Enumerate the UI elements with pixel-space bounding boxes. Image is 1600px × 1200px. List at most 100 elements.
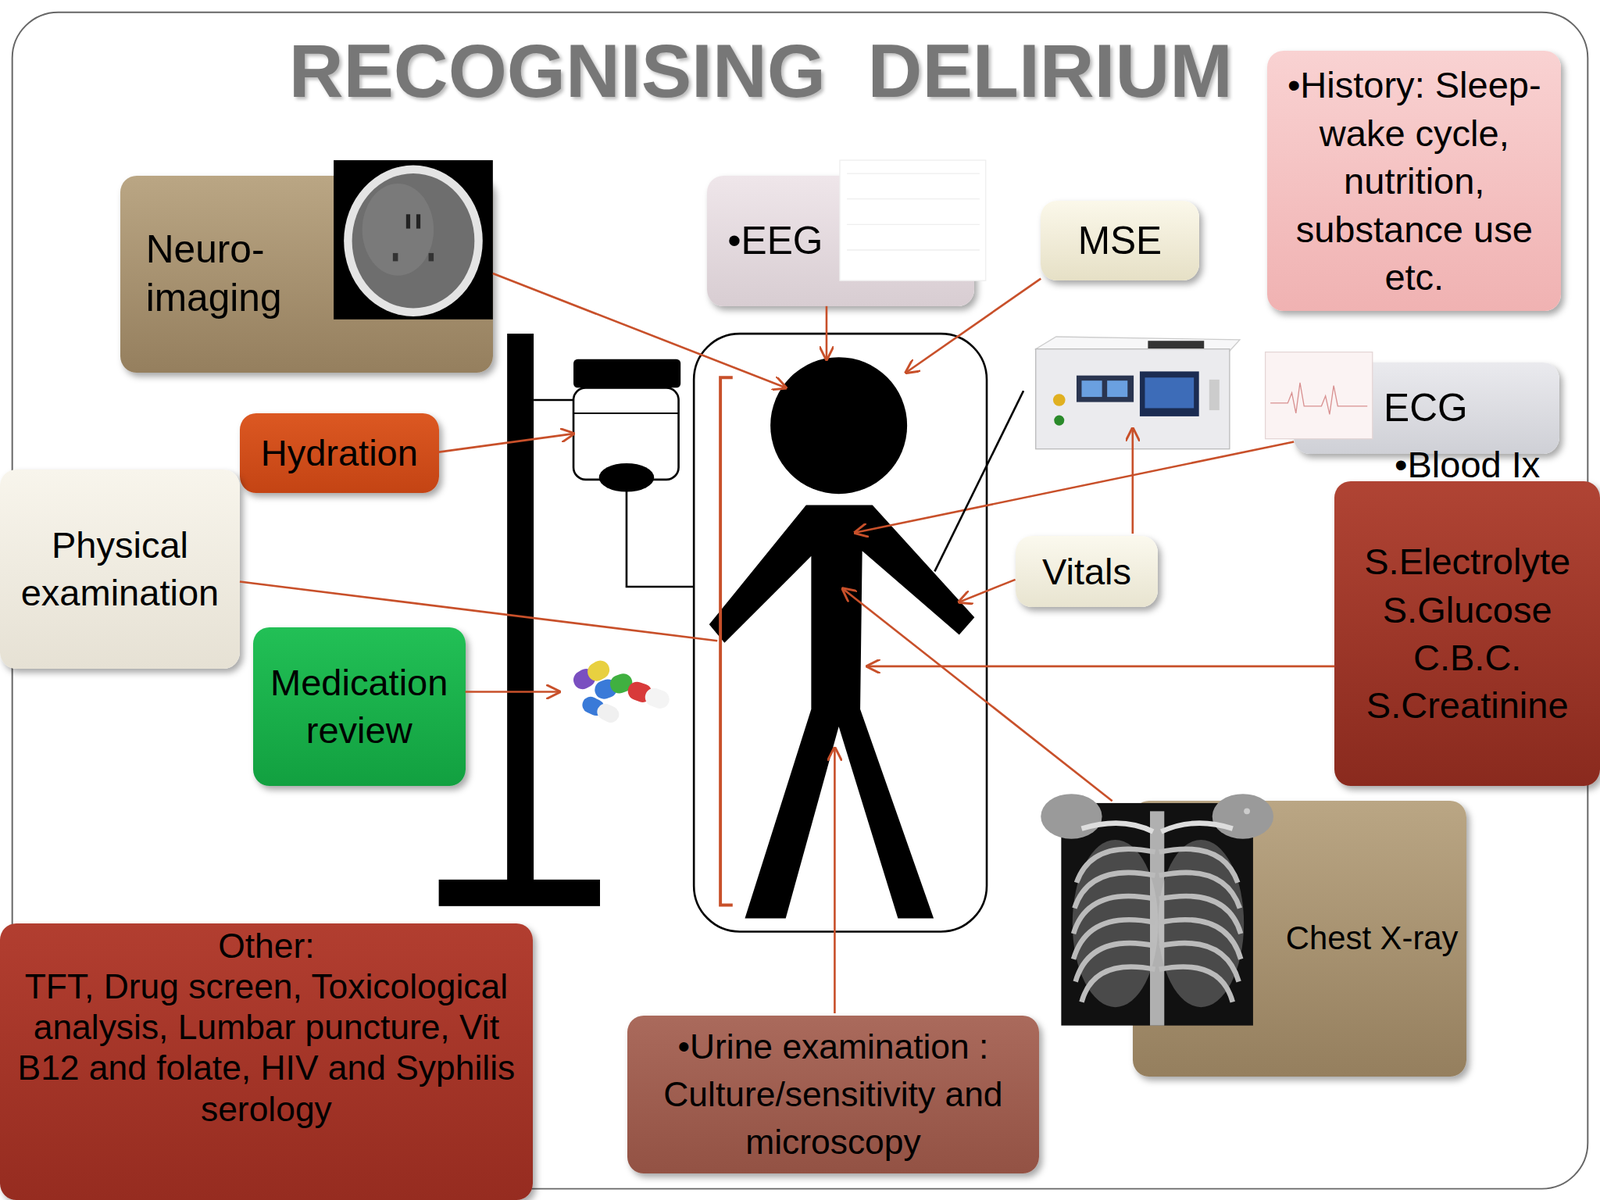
stick-figure [709,357,975,918]
xray-image [1074,872,1155,909]
xray-image [1081,966,1155,1002]
leader-arrow [439,433,574,453]
pills-image [592,671,636,702]
iv-stand [573,359,681,389]
xray-image [1159,966,1233,1002]
leader-arrow [855,442,1295,533]
ct-scan-image [416,214,421,229]
xray-image [1243,807,1250,815]
stick-figure [709,505,975,919]
pills-image [625,678,672,711]
xray-image [1159,849,1239,883]
xray-image [1159,942,1240,982]
box-label: S.Electrolyte S.Glucose C.B.C. S.Creatin… [1344,537,1590,730]
text-box: •Blood IxS.Electrolyte S.Glucose C.B.C. … [1334,481,1600,786]
box-heading: Other: [217,925,315,967]
box-label: TFT, Drug screen, Toxicological analysis… [10,966,523,1130]
pills-image [579,693,622,725]
leader-arrow [833,747,836,1014]
pills-image [570,657,672,725]
vitals-monitor [1139,371,1200,416]
text-box: •History: Sleep-wake cycle, nutrition, s… [1267,50,1561,311]
leader-arrow [867,665,1335,668]
vitals-monitor [1107,380,1128,397]
ecg-paper [1270,382,1368,415]
vitals-monitor [1144,377,1194,408]
ecg-paper [1265,352,1373,440]
box-label: Chest X-ray [1285,917,1459,959]
iv-stand [533,399,574,402]
leader-arrow [465,690,560,693]
text-box: Physical examination [0,469,240,669]
text-box: Vitals [1015,535,1159,608]
iv-stand [507,333,534,890]
xray-image [1081,823,1153,833]
xray-image [1150,810,1165,1025]
diagram-title: RECOGNISING DELIRIUM [289,27,1233,115]
box-label: Neuro-imaging [146,225,330,322]
iv-stand [439,333,695,907]
xray-image [1040,793,1274,1025]
monitor-lead [934,390,1024,572]
ct-scan-image [406,214,411,229]
ct-scan-image [343,165,483,317]
leader-arrow [239,273,1335,1014]
pills-image [594,700,622,725]
text-box: MSE [1040,200,1199,281]
text-box: Other:TFT, Drug screen, Toxicological an… [0,923,533,1200]
leader-arrow [825,306,829,360]
patient-frame [693,333,987,932]
box-label: Vitals [1042,547,1132,596]
box-label: Physical examination [10,521,230,618]
xray-image [1075,942,1156,982]
eeg-paper [846,198,980,200]
leader-arrow [959,579,1016,603]
ct-scan-image [333,160,493,320]
iv-stand [626,489,694,587]
xray-image [1072,839,1159,1008]
xray-image [1160,823,1233,833]
leader-arrow [842,589,1113,802]
patient-frame [693,333,987,932]
eeg-paper [839,160,986,281]
text-box: Medication review [253,627,466,786]
xray-image [1040,793,1102,839]
box-label: MSE [1078,217,1163,265]
xray-image [1159,872,1240,909]
xray-image [1157,839,1244,1008]
stick-figure [770,357,908,494]
eeg-paper [846,249,980,250]
ct-scan-image [352,173,475,308]
eeg-paper [839,160,986,281]
box-label: •Urine examination : Culture/sensitivity… [637,1022,1029,1167]
ct-scan-image [392,253,399,261]
text-box: Hydration [239,413,440,493]
ecg-paper [1265,352,1373,440]
box-label: •History: Sleep-wake cycle, nutrition, s… [1277,60,1551,301]
ct-scan-image [362,183,434,276]
xray-image [1073,919,1155,960]
pills-image [642,685,672,711]
xray-image [1159,919,1241,960]
vitals-monitor [1053,393,1066,407]
ct-scan-image [428,253,435,261]
monitor-lead [934,390,1024,572]
iv-stand [439,879,600,907]
eeg-paper [846,172,980,174]
iv-stand [599,463,655,493]
vitals-monitor [1035,336,1240,450]
vitals-monitor [1081,380,1102,397]
xray-image [1212,793,1274,839]
box-label: ECG [1383,384,1468,433]
iv-stand [573,412,679,415]
text-box: •Urine examination : Culture/sensitivity… [627,1015,1039,1174]
ct-scan-image [333,160,493,320]
vitals-monitor [1076,375,1134,403]
bracket [720,377,733,905]
box-label: Hydration [260,432,418,474]
box-label: •EEG [727,217,823,265]
vitals-monitor [1209,379,1220,411]
eeg-paper [846,224,980,225]
